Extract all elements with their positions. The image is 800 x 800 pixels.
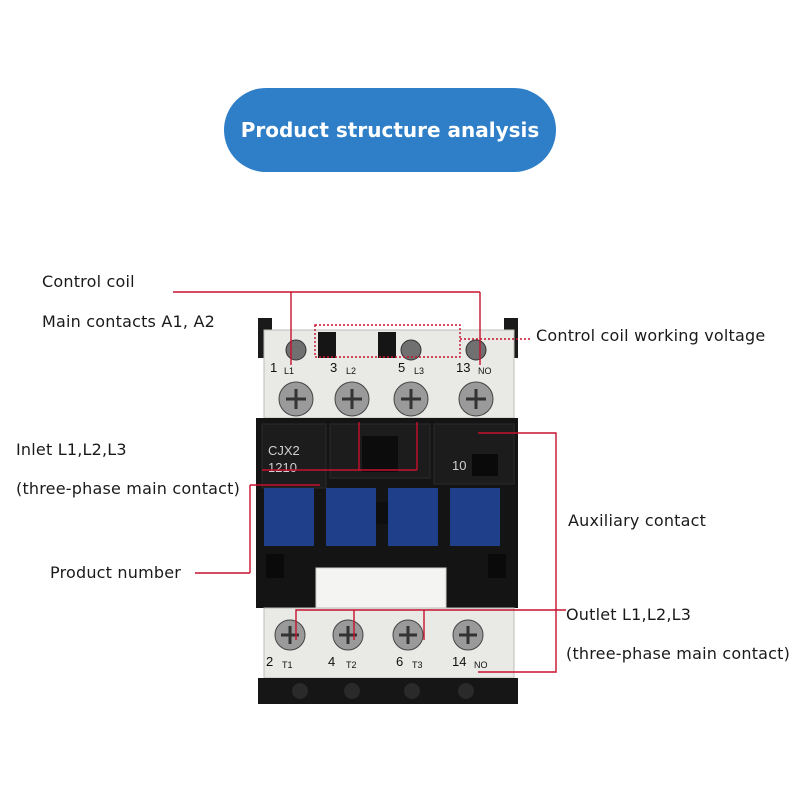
lower-slot [488, 554, 506, 578]
screw-icon [393, 381, 429, 417]
model-marking: CJX2 1210 10 [268, 443, 466, 475]
callout-inlet-note: (three-phase main contact) [16, 479, 241, 498]
terminal-number: 3 [330, 360, 337, 375]
coil-screw-icon [285, 339, 307, 361]
top-slot [378, 332, 396, 358]
callout-outlet: Outlet L1,L2,L3 [566, 605, 692, 624]
screw-icon [274, 619, 306, 651]
terminal-phase: L3 [414, 366, 424, 376]
callout-inlet: Inlet L1,L2,L3 [16, 440, 127, 459]
callout-coil-voltage: Control coil working voltage [536, 326, 766, 345]
leader-auxiliary [478, 432, 557, 673]
lower-slot [266, 554, 284, 578]
callout-control-coil: Control coil [42, 272, 135, 291]
top-slot [318, 332, 336, 358]
button-divider [376, 502, 388, 524]
aux-code: 10 [452, 458, 466, 473]
coil-terminals [285, 339, 487, 361]
terminal-phase: T3 [412, 660, 423, 670]
coil-voltage-box [314, 324, 461, 358]
page-title: Product structure analysis [240, 118, 540, 142]
top-screws [278, 381, 494, 417]
housing-panel [261, 423, 327, 489]
callout-product-number: Product number [50, 563, 182, 582]
bottom-screws [274, 619, 484, 651]
terminal-number: 4 [328, 654, 335, 669]
terminal-phase: L2 [346, 366, 356, 376]
callout-main-contacts: Main contacts A1, A2 [42, 312, 215, 331]
aux-window [472, 454, 498, 476]
contact-button [326, 488, 376, 546]
terminal-phase: T2 [346, 660, 357, 670]
terminal-phase: L1 [284, 366, 294, 376]
leader-outlet [295, 609, 566, 640]
screw-icon [278, 381, 314, 417]
screw-icon [458, 381, 494, 417]
top-terminal-labels: 1 L1 3 L2 5 L3 13 NO [270, 360, 492, 376]
label-plate [315, 567, 447, 613]
bottom-terminal-labels: 2 T1 4 T2 6 T3 14 NO [266, 654, 488, 670]
coil-screw-icon [400, 339, 422, 361]
callout-outlet-note: (three-phase main contact) [566, 644, 791, 663]
title-banner: Product structure analysis [224, 88, 556, 172]
terminal-number: 14 [452, 654, 466, 669]
terminal-number: 6 [396, 654, 403, 669]
model-number: 1210 [268, 460, 297, 475]
housing-window [362, 436, 398, 472]
model-name: CJX2 [268, 443, 300, 458]
base-hole [458, 683, 474, 699]
terminal-number: 13 [456, 360, 470, 375]
terminal-number: 5 [398, 360, 405, 375]
contact-button [450, 488, 500, 546]
terminal-number: 1 [270, 360, 277, 375]
screw-icon [332, 619, 364, 651]
coil-screw-icon [465, 339, 487, 361]
base-hole [404, 683, 420, 699]
contact-button [388, 488, 438, 546]
screw-icon [392, 619, 424, 651]
screw-icon [334, 381, 370, 417]
terminal-phase: NO [474, 660, 488, 670]
base-hole [344, 683, 360, 699]
base-hole [292, 683, 308, 699]
terminal-phase: T1 [282, 660, 293, 670]
contact-button [264, 488, 314, 546]
terminal-number: 2 [266, 654, 273, 669]
screw-icon [452, 619, 484, 651]
leader-lines [173, 291, 566, 673]
callout-auxiliary: Auxiliary contact [568, 511, 707, 530]
terminal-phase: NO [478, 366, 492, 376]
